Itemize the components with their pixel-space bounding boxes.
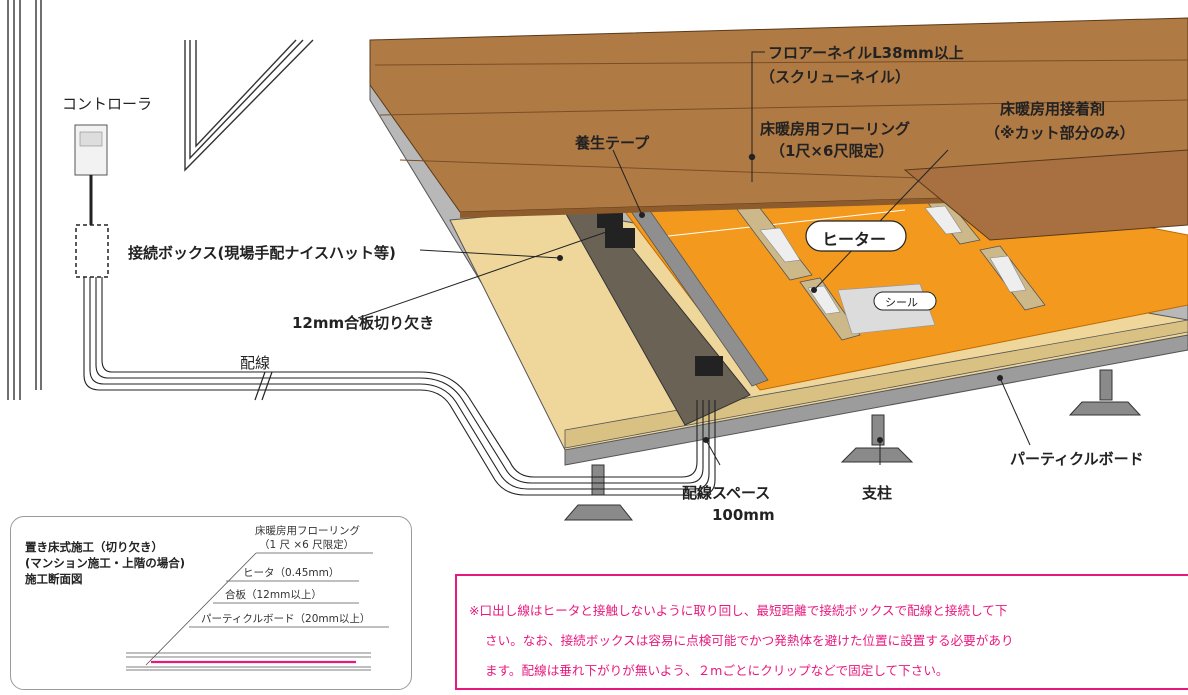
adhesive-strips xyxy=(729,177,1046,341)
label-wiring-space-1: 配線スペース xyxy=(682,484,771,502)
installation-note: ※口出し線はヒータと接触しないように取り回し、最短距離で接続ボックスで配線と接続… xyxy=(455,574,1188,690)
label-controller: コントローラ xyxy=(62,95,153,113)
label-curing-tape: 養生テープ xyxy=(575,134,650,152)
inset-layer-plywood: 合板（12mm以上） xyxy=(225,589,322,601)
leader-lines xyxy=(357,51,1031,466)
inset-layer-flooring-2: （1 尺 ×6 尺限定） xyxy=(259,539,355,551)
controller-unit xyxy=(74,124,108,225)
label-adhesive-2: （※カット部分のみ） xyxy=(985,124,1135,142)
label-support-post: 支柱 xyxy=(862,484,893,502)
inset-title-2: (マンション施工・上階の場合) xyxy=(25,556,186,570)
inset-section-lines xyxy=(126,552,389,671)
inset-title-1: 置き床式施工（切り欠き） xyxy=(25,540,163,554)
inset-title-3: 施工断面図 xyxy=(25,572,83,586)
inset-layer-particle: パーティクルボード（20mm以上） xyxy=(201,613,371,625)
label-flooring-1: 床暖房用フローリング xyxy=(760,120,911,138)
note-line-2: さい。なお、接続ボックスは容易に点検可能でかつ発熱体を避けた位置に設置する必要が… xyxy=(485,633,1014,648)
label-flooring-2: （1尺×6尺限定） xyxy=(770,142,894,160)
label-adhesive-1: 床暖房用接着剤 xyxy=(1000,100,1106,118)
connectors xyxy=(597,212,723,376)
label-plywood-notch: 12mm合板切り欠き xyxy=(292,314,435,332)
label-wiring: 配線 xyxy=(240,354,271,372)
inset-layer-flooring-1: 床暖房用フローリング xyxy=(255,525,360,537)
junction-box xyxy=(75,224,109,278)
label-wiring-space-2: 100mm xyxy=(712,506,775,524)
label-heater: ヒーター xyxy=(822,230,887,249)
wall-lines xyxy=(7,0,314,400)
cross-section-inset: 置き床式施工（切り欠き） (マンション施工・上階の場合) 施工断面図 床暖房用フ… xyxy=(10,516,412,690)
note-line-3: ます。配線は垂れ下がりが無いよう、２mごとにクリップなどで固定して下さい。 xyxy=(485,663,949,678)
note-line-1: ※口出し線はヒータと接触しないように取り回し、最短距離で接続ボックスで配線と接続… xyxy=(469,603,1008,618)
wiring-path xyxy=(83,277,716,496)
inset-layer-heater: ヒータ（0.45mm） xyxy=(243,567,340,579)
flooring-boards xyxy=(369,17,1188,241)
seal-label-frame xyxy=(873,291,937,311)
label-floor-nail-2: （スクリューネイル） xyxy=(760,68,911,86)
support-posts xyxy=(563,369,1142,521)
heater-label-frame xyxy=(805,220,907,252)
label-particle-board: パーティクルボード xyxy=(1010,450,1144,468)
label-floor-nail-1: フロアーネイルL38mm以上 xyxy=(768,44,964,62)
leader-dots xyxy=(557,153,1003,443)
label-seal: シール xyxy=(885,296,918,309)
label-junction-box: 接続ボックス(現場手配ナイスハット等) xyxy=(128,244,396,262)
